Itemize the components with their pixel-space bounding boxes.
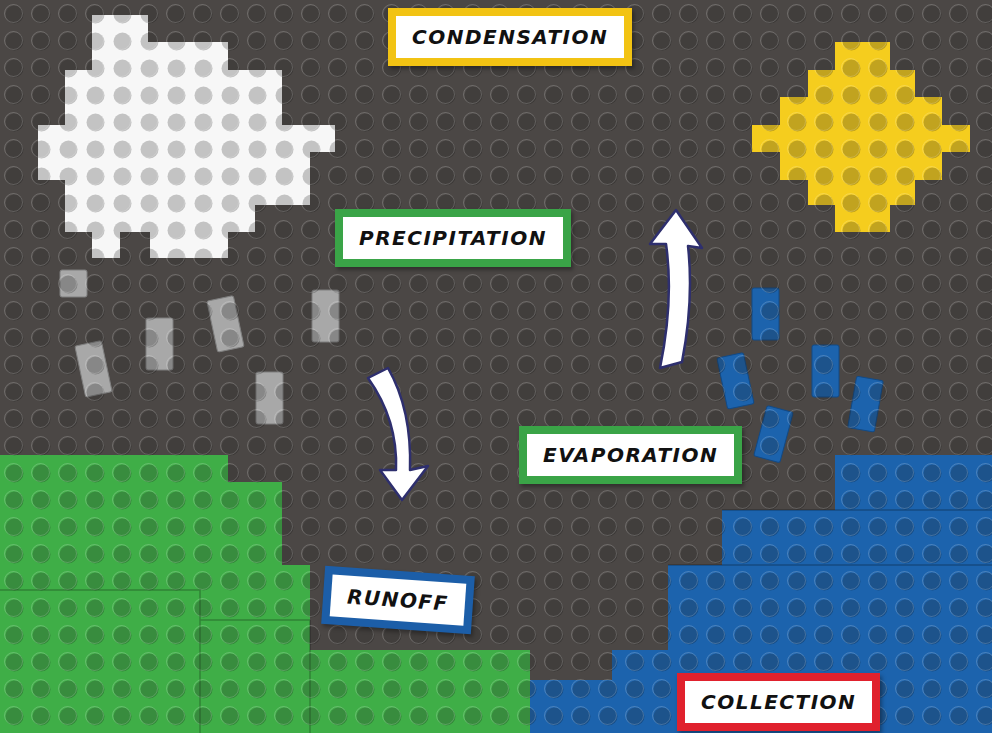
stage-label: CONDENSATION (396, 16, 624, 58)
label-box: CONDENSATION (388, 8, 632, 66)
stage-label: RUNOFF (330, 574, 466, 625)
stage-label: COLLECTION (685, 681, 872, 723)
stage-label: EVAPORATION (527, 434, 734, 476)
label-box: EVAPORATION (519, 426, 742, 484)
stage-label: PRECIPITATION (343, 217, 563, 259)
label-box: PRECIPITATION (335, 209, 571, 267)
rising-arrow (650, 210, 702, 368)
label-box: RUNOFF (321, 566, 474, 634)
label-box: COLLECTION (677, 673, 880, 731)
falling-arrow (368, 368, 428, 500)
